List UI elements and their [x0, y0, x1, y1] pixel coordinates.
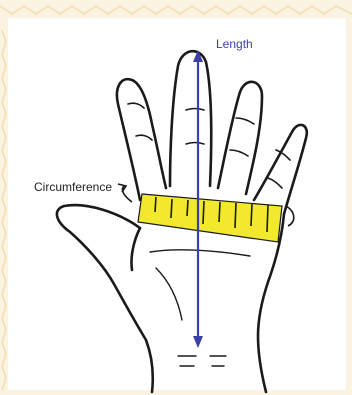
- measuring-tape: [118, 184, 294, 242]
- length-label: Length: [216, 37, 253, 51]
- circumference-label: Circumference: [34, 180, 112, 194]
